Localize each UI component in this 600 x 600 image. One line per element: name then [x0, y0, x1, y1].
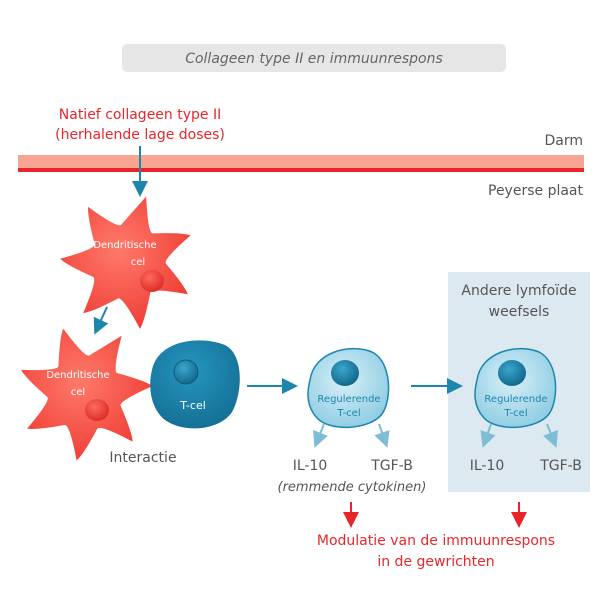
il10-label-1: IL-10 [293, 458, 328, 474]
other-tissues-line2: weefsels [489, 304, 550, 320]
nucleus-icon [140, 270, 164, 292]
t-cell: T-cel [150, 340, 240, 429]
reg2-label-line1: Regulerende [484, 394, 547, 405]
title-pill [122, 44, 506, 72]
nucleus-icon [85, 399, 109, 421]
il10-label-2: IL-10 [470, 458, 505, 474]
reg2-label-line2: T-cel [503, 408, 527, 419]
dc1-label-line2: cel [131, 257, 145, 268]
arrow-tgfb-1 [374, 423, 390, 448]
peyer-patch-label: Peyerse plaat [488, 183, 584, 199]
nucleus-icon [331, 360, 359, 386]
arrow-il10-1 [313, 423, 328, 448]
outcome-line1: Modulatie van de immuunrespons [317, 533, 555, 549]
reg1-label-line1: Regulerende [317, 394, 380, 405]
interaction-label: Interactie [109, 450, 176, 466]
nucleus-icon [173, 359, 199, 385]
tgfb-label-1: TGF-B [370, 458, 413, 474]
dendritic-cell-2: Dendritische cel [21, 328, 153, 461]
dc2-label-line1: Dendritische [46, 370, 109, 381]
tgfb-label-2: TGF-B [539, 458, 582, 474]
diagram-title: Collageen type II en immuunrespons [185, 51, 443, 67]
regulatory-t-cell-1: Regulerende T-cel [307, 348, 390, 429]
input-label-line2: (herhalende lage doses) [55, 127, 225, 143]
input-label-line1: Natief collageen type II [59, 107, 221, 123]
gut-wall-line [18, 168, 584, 172]
cytokines-note: (remmende cytokinen) [278, 480, 427, 495]
arrow-il10-2 [480, 423, 496, 448]
gut-label: Darm [544, 133, 583, 149]
arrow-tgfb-2 [543, 423, 558, 448]
outcome-line2: in de gewrichten [377, 554, 494, 570]
reg1-label-line2: T-cel [336, 408, 360, 419]
arrow-migrate [93, 306, 109, 335]
dendritic-cell-1: Dendritische cel [60, 196, 191, 329]
nucleus-icon [498, 360, 526, 386]
other-tissues-line1: Andere lymfoïde [461, 283, 576, 299]
dc2-label-line2: cel [71, 387, 85, 398]
gut-wall-band [18, 155, 584, 168]
regulatory-t-cell-2: Regulerende T-cel [474, 348, 557, 429]
dc1-label-line1: Dendritische [93, 240, 156, 251]
t-cell-label: T-cel [179, 399, 206, 412]
